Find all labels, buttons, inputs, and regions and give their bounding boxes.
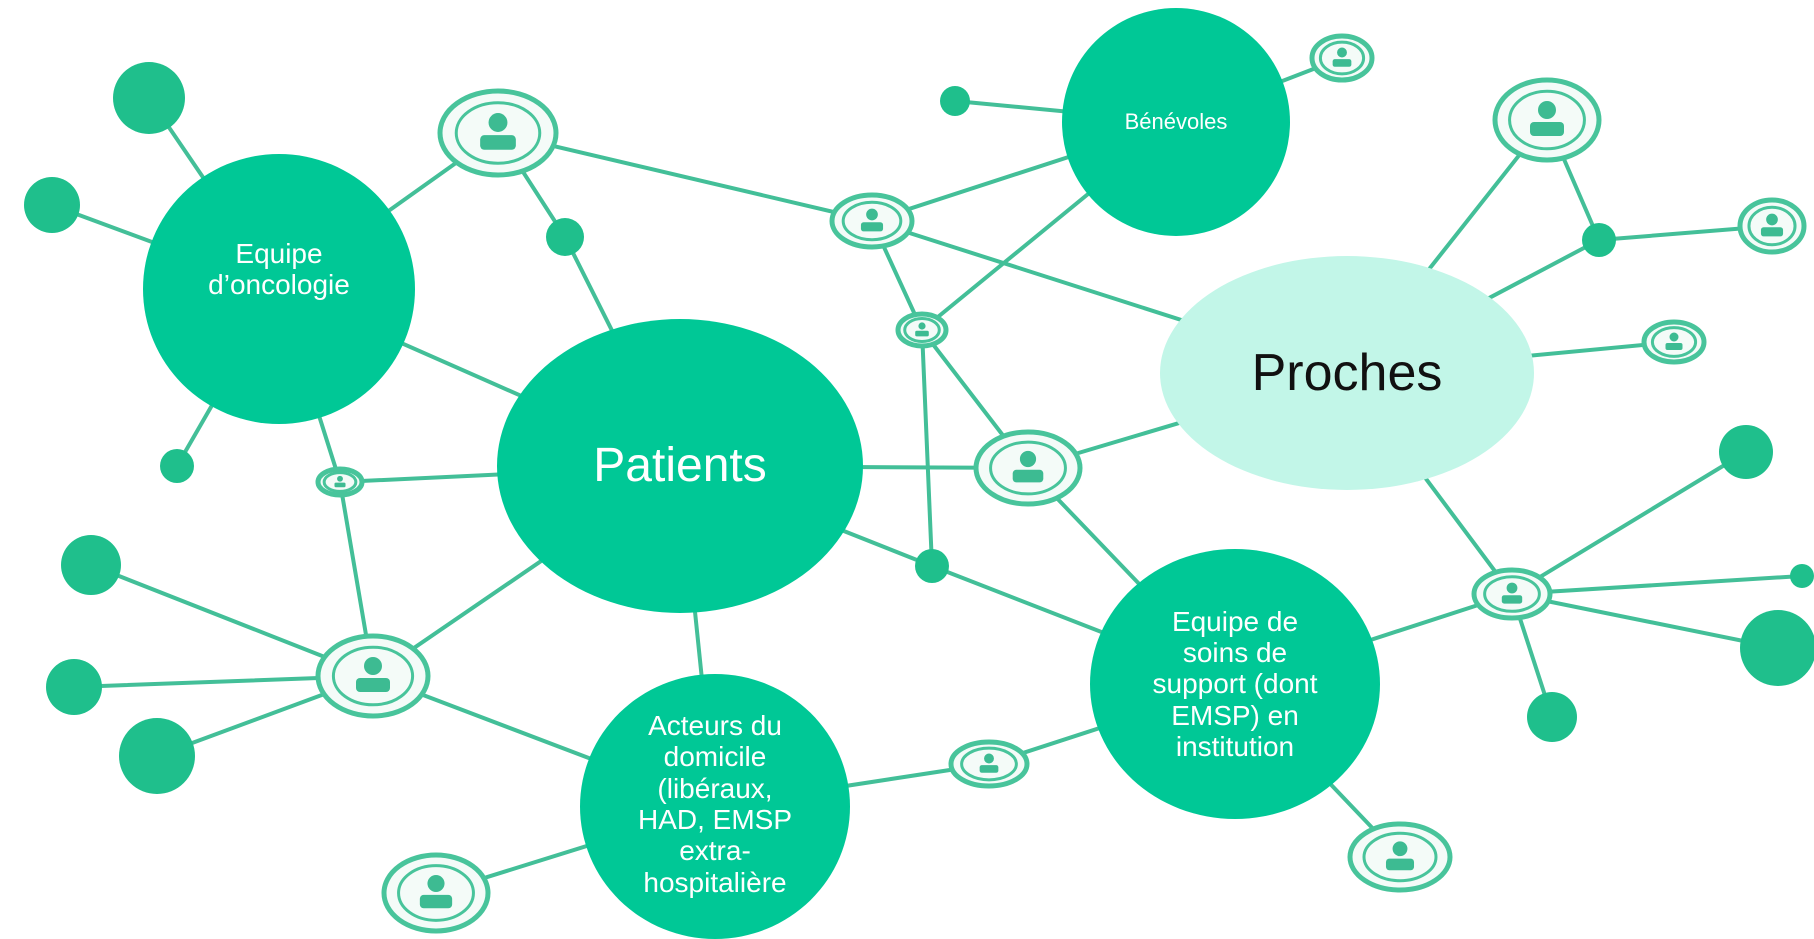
person-icon [437, 88, 559, 178]
network-node [113, 62, 185, 134]
person-icon [1309, 33, 1375, 83]
bubble-acteurs-domicile: Acteurs du domicile (libéraux, HAD, EMSP… [580, 674, 850, 939]
person-icon [829, 192, 915, 250]
bubble-patients-label: Patients [593, 439, 767, 493]
network-node [915, 549, 949, 583]
person-icon [315, 633, 431, 719]
network-node [1527, 692, 1577, 742]
bubble-benevoles: Bénévoles [1062, 8, 1290, 236]
network-edge [920, 328, 934, 568]
network-node [119, 718, 195, 794]
person-icon [1492, 77, 1602, 163]
network-node [46, 659, 102, 715]
network-edge [1510, 592, 1780, 650]
bubble-benevoles-label: Bénévoles [1124, 108, 1228, 134]
person-icon [1737, 197, 1807, 255]
person-icon [381, 852, 491, 934]
person-icon [1471, 567, 1553, 621]
network-node [1582, 223, 1616, 257]
bubble-soins-support-label: Equipe de soins de support (dont EMSP) e… [1152, 605, 1318, 763]
bubble-equipe-oncologie-label: Equipe d’oncologie [208, 237, 350, 300]
network-edge [1510, 574, 1804, 596]
person-icon [895, 311, 949, 349]
network-node [1790, 564, 1814, 588]
network-node [546, 218, 584, 256]
network-edge [496, 131, 874, 223]
person-icon [1347, 821, 1453, 893]
bubble-soins-support: Equipe de soins de support (dont EMSP) e… [1090, 549, 1380, 819]
network-node [1719, 425, 1773, 479]
bubble-patients: Patients [497, 319, 863, 613]
network-edge [1510, 450, 1748, 596]
person-icon [948, 739, 1030, 789]
network-node [940, 86, 970, 116]
network-node [160, 449, 194, 483]
person-icon [315, 466, 365, 498]
network-node [1740, 610, 1814, 686]
bubble-equipe-oncologie: Equipe d’oncologie [143, 154, 415, 424]
person-icon [973, 429, 1083, 507]
network-node [61, 535, 121, 595]
network-node [24, 177, 80, 233]
person-icon [1641, 319, 1707, 365]
bubble-proches: Proches [1160, 256, 1534, 490]
bubble-proches-label: Proches [1251, 343, 1443, 402]
bubble-acteurs-domicile-label: Acteurs du domicile (libéraux, HAD, EMSP… [637, 710, 793, 898]
